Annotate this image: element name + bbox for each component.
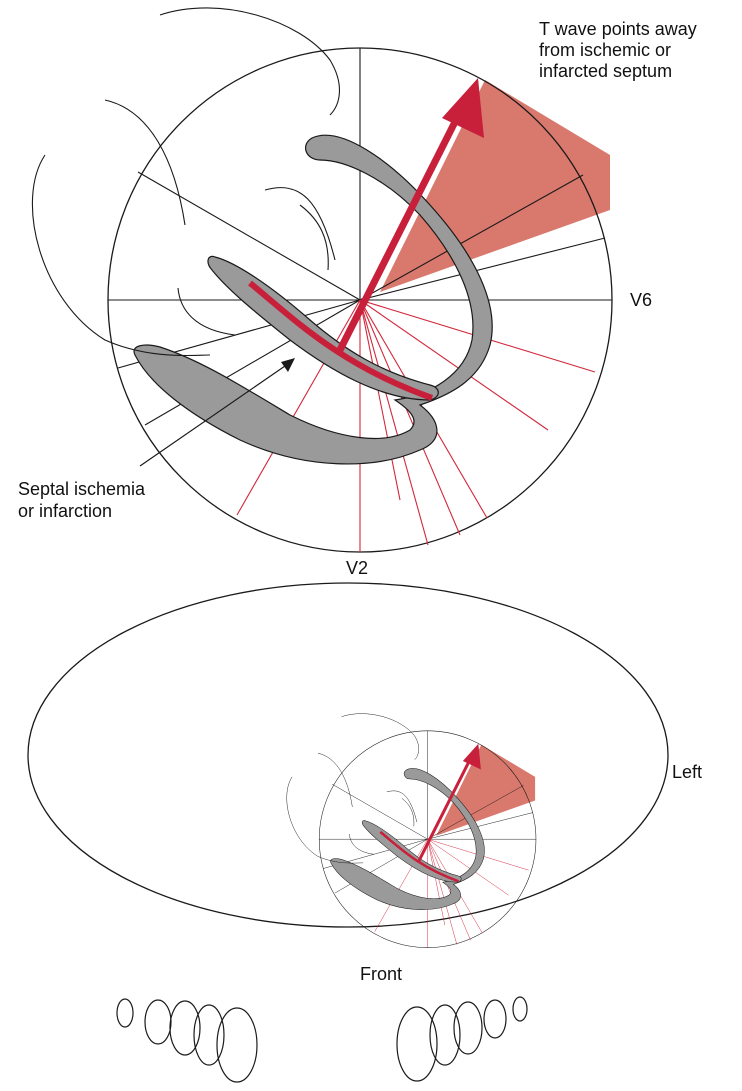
top-heart-diagram xyxy=(32,8,612,552)
v6-label: V6 xyxy=(630,290,652,310)
pointer-arrow-icon xyxy=(139,358,295,467)
torso-ellipse xyxy=(27,582,669,928)
lead-loops-left xyxy=(116,998,258,1083)
t-wave-label-line2: from ischemic or xyxy=(539,40,671,60)
septal-label-line1: Septal ischemia xyxy=(18,479,146,499)
t-wave-label-line1: T wave points away xyxy=(539,19,697,39)
left-label: Left xyxy=(672,762,702,782)
front-label: Front xyxy=(360,964,402,984)
t-wave-label-line3: infarcted septum xyxy=(539,61,672,81)
septal-label-line2: or infarction xyxy=(18,501,112,521)
lead-loops-right xyxy=(396,996,528,1082)
v2-label: V2 xyxy=(346,558,368,578)
small-heart-diagram xyxy=(285,712,538,950)
